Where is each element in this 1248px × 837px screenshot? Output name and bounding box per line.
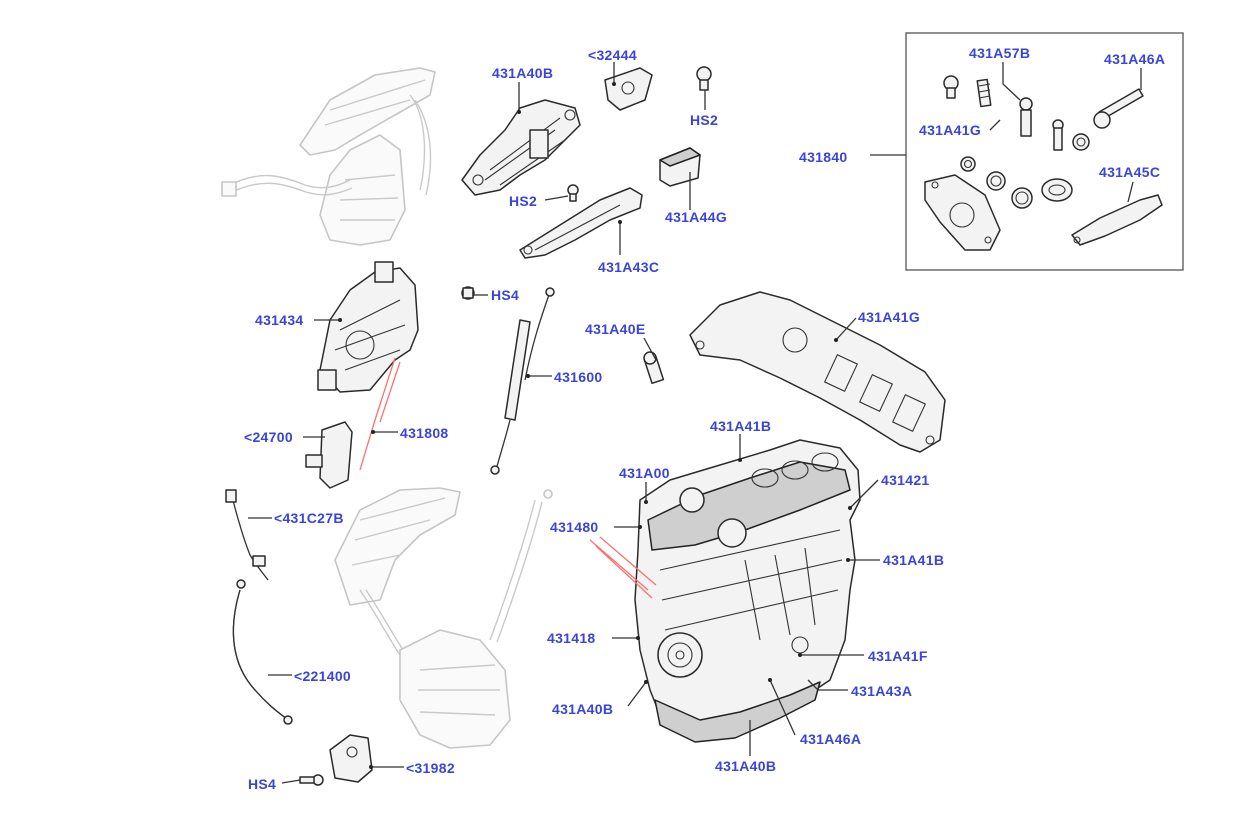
label-431840[interactable]: 431840: [799, 149, 848, 165]
bolt-hs4-mid-part[interactable]: [461, 286, 475, 300]
label-431A46A-inset[interactable]: 431A46A: [1104, 51, 1165, 67]
label-431A00[interactable]: 431A00: [619, 465, 670, 481]
engine-block-part[interactable]: [634, 439, 861, 743]
cable-431C27B-part[interactable]: [225, 489, 269, 581]
part-labels: 431A40B <32444 HS2 HS2 431A44G 431A43C 4…: [244, 45, 1165, 792]
screw-hs2-mid-part[interactable]: [567, 184, 579, 202]
label-431434[interactable]: 431434: [255, 312, 304, 328]
label-32444[interactable]: <32444: [588, 47, 637, 63]
label-431A45C[interactable]: 431A45C: [1099, 164, 1160, 180]
label-HS2-top[interactable]: HS2: [690, 112, 718, 128]
label-431A43A[interactable]: 431A43A: [851, 683, 912, 699]
label-HS4-bottom[interactable]: HS4: [248, 776, 276, 792]
label-431A41G-inset[interactable]: 431A41G: [919, 122, 981, 138]
label-431A43C[interactable]: 431A43C: [598, 259, 659, 275]
red-indicator-lines: [359, 357, 657, 599]
label-431A44G[interactable]: 431A44G: [665, 209, 727, 225]
label-431A46A-main[interactable]: 431A46A: [800, 731, 861, 747]
label-HS4-mid[interactable]: HS4: [491, 287, 519, 303]
label-HS2-mid[interactable]: HS2: [509, 193, 537, 209]
label-431A41G-main[interactable]: 431A41G: [858, 309, 920, 325]
bracket-32444-part[interactable]: [604, 67, 653, 111]
bolt-hs2-top-part[interactable]: [696, 66, 712, 91]
label-221400[interactable]: <221400: [294, 668, 351, 684]
cap-431A44G-part[interactable]: [659, 147, 701, 187]
ghost-handle-assembly-top: [221, 67, 436, 246]
label-431A57B[interactable]: 431A57B: [969, 45, 1030, 61]
label-431600[interactable]: 431600: [554, 369, 603, 385]
stud-431A40E-part[interactable]: [643, 351, 665, 385]
label-431A41B-right[interactable]: 431A41B: [883, 552, 944, 568]
label-431A40B-bottom-center[interactable]: 431A40B: [715, 758, 776, 774]
label-431418[interactable]: 431418: [547, 630, 596, 646]
bracket-31982-part[interactable]: [299, 734, 373, 786]
seal-kit-inset-box[interactable]: [905, 32, 1184, 271]
rod-431600-part[interactable]: [490, 287, 555, 475]
label-431808[interactable]: 431808: [400, 425, 449, 441]
ghost-latch-assembly-bottom: [334, 487, 553, 749]
latch-431434-part[interactable]: [317, 261, 419, 393]
label-431421[interactable]: 431421: [881, 472, 930, 488]
label-431C27B[interactable]: <431C27B: [274, 510, 344, 526]
bracket-24700-part[interactable]: [305, 421, 353, 489]
label-431A41F[interactable]: 431A41F: [868, 648, 928, 664]
label-431A41B-top[interactable]: 431A41B: [710, 418, 771, 434]
label-431480[interactable]: 431480: [550, 519, 599, 535]
label-24700[interactable]: <24700: [244, 429, 293, 445]
label-31982[interactable]: <31982: [406, 760, 455, 776]
label-431A40B-bottom-left[interactable]: 431A40B: [552, 701, 613, 717]
manifold-gasket-431A41G-part[interactable]: [689, 291, 946, 453]
label-431A40E[interactable]: 431A40E: [585, 321, 645, 337]
handle-carrier-part[interactable]: [461, 99, 581, 196]
label-431A40B-top[interactable]: 431A40B: [492, 65, 553, 81]
leader-lines: [248, 62, 1142, 784]
cable-221400-part[interactable]: [232, 579, 293, 725]
outer-handle-431A43C-part[interactable]: [519, 187, 643, 259]
